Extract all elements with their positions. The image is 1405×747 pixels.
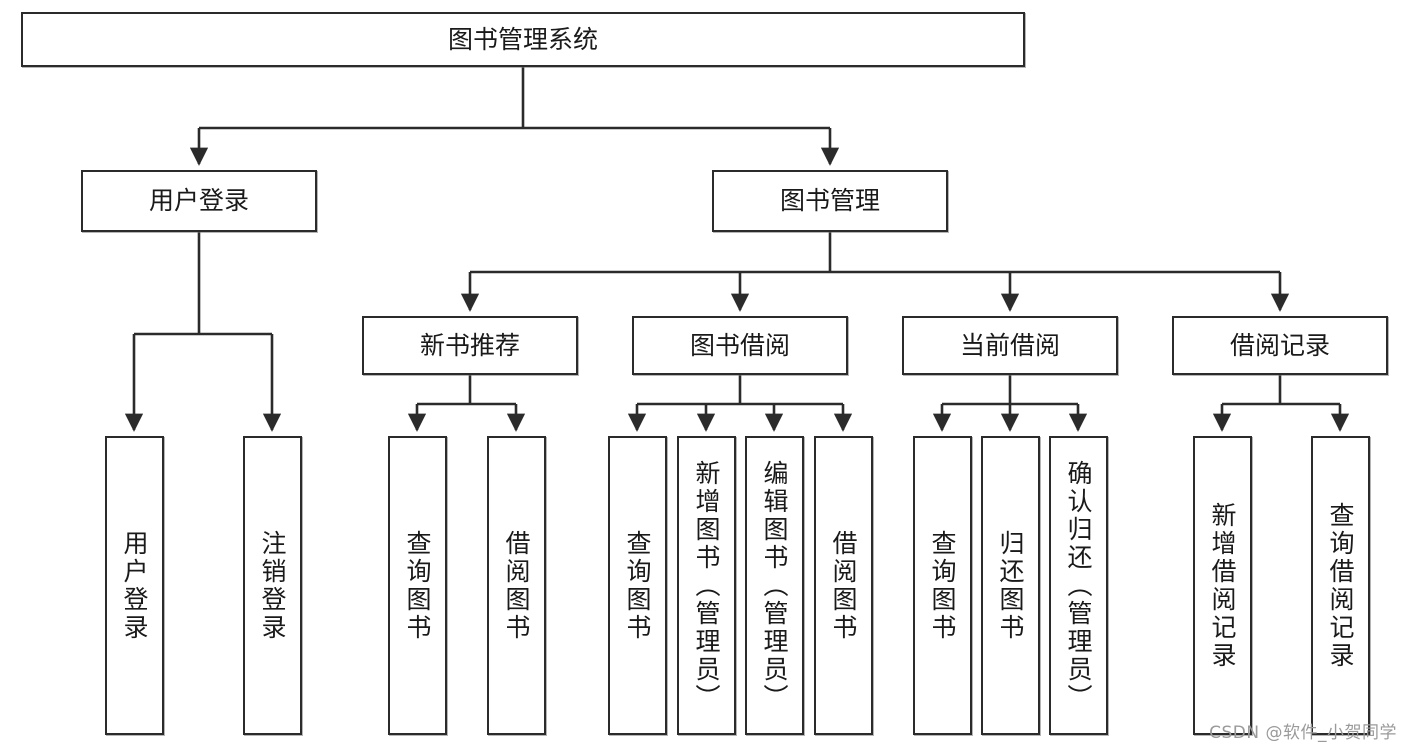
node-user-login[interactable]: 用户登录 xyxy=(81,170,317,232)
node-root[interactable]: 图书管理系统 xyxy=(21,12,1025,67)
node-leaf-query-book-2-label: 查询图书 xyxy=(623,529,652,642)
node-leaf-query-book-1[interactable]: 查询图书 xyxy=(388,436,447,735)
node-leaf-add-book-label: 新增图书（管理员） xyxy=(692,459,721,712)
node-current-borrow[interactable]: 当前借阅 xyxy=(902,316,1118,375)
node-leaf-borrow-book-1[interactable]: 借阅图书 xyxy=(487,436,546,735)
node-leaf-return-book-label: 归还图书 xyxy=(996,529,1025,642)
node-leaf-logout[interactable]: 注销登录 xyxy=(243,436,302,735)
node-leaf-borrow-book-1-label: 借阅图书 xyxy=(502,529,531,642)
node-leaf-query-book-3[interactable]: 查询图书 xyxy=(913,436,972,735)
node-leaf-query-book-2[interactable]: 查询图书 xyxy=(608,436,667,735)
node-leaf-query-book-3-label: 查询图书 xyxy=(928,529,957,642)
node-leaf-borrow-book-2[interactable]: 借阅图书 xyxy=(814,436,873,735)
node-leaf-borrow-book-2-label: 借阅图书 xyxy=(829,529,858,642)
node-leaf-add-record-label: 新增借阅记录 xyxy=(1208,501,1237,670)
node-leaf-logout-label: 注销登录 xyxy=(258,529,287,642)
node-leaf-add-book[interactable]: 新增图书（管理员） xyxy=(677,436,736,735)
node-root-label: 图书管理系统 xyxy=(447,24,598,54)
node-leaf-user-login-label: 用户登录 xyxy=(120,529,149,642)
node-leaf-query-record[interactable]: 查询借阅记录 xyxy=(1311,436,1370,735)
node-leaf-return-book[interactable]: 归还图书 xyxy=(981,436,1040,735)
node-leaf-add-record[interactable]: 新增借阅记录 xyxy=(1193,436,1252,735)
node-new-book-recommend[interactable]: 新书推荐 xyxy=(362,316,578,375)
node-new-book-recommend-label: 新书推荐 xyxy=(419,330,520,360)
node-book-borrow[interactable]: 图书借阅 xyxy=(632,316,848,375)
node-book-borrow-label: 图书借阅 xyxy=(689,330,790,360)
node-leaf-edit-book[interactable]: 编辑图书（管理员） xyxy=(745,436,804,735)
node-book-manage[interactable]: 图书管理 xyxy=(712,170,948,232)
node-borrow-record-label: 借阅记录 xyxy=(1229,330,1330,360)
node-leaf-confirm-return-label: 确认归还（管理员） xyxy=(1064,459,1093,712)
node-leaf-user-login[interactable]: 用户登录 xyxy=(105,436,164,735)
node-leaf-query-book-1-label: 查询图书 xyxy=(403,529,432,642)
node-user-login-label: 用户登录 xyxy=(148,186,249,215)
node-leaf-query-record-label: 查询借阅记录 xyxy=(1326,501,1355,670)
node-current-borrow-label: 当前借阅 xyxy=(959,330,1060,360)
node-borrow-record[interactable]: 借阅记录 xyxy=(1172,316,1388,375)
node-book-manage-label: 图书管理 xyxy=(779,186,880,215)
node-leaf-edit-book-label: 编辑图书（管理员） xyxy=(760,459,789,712)
node-leaf-confirm-return[interactable]: 确认归还（管理员） xyxy=(1049,436,1108,735)
